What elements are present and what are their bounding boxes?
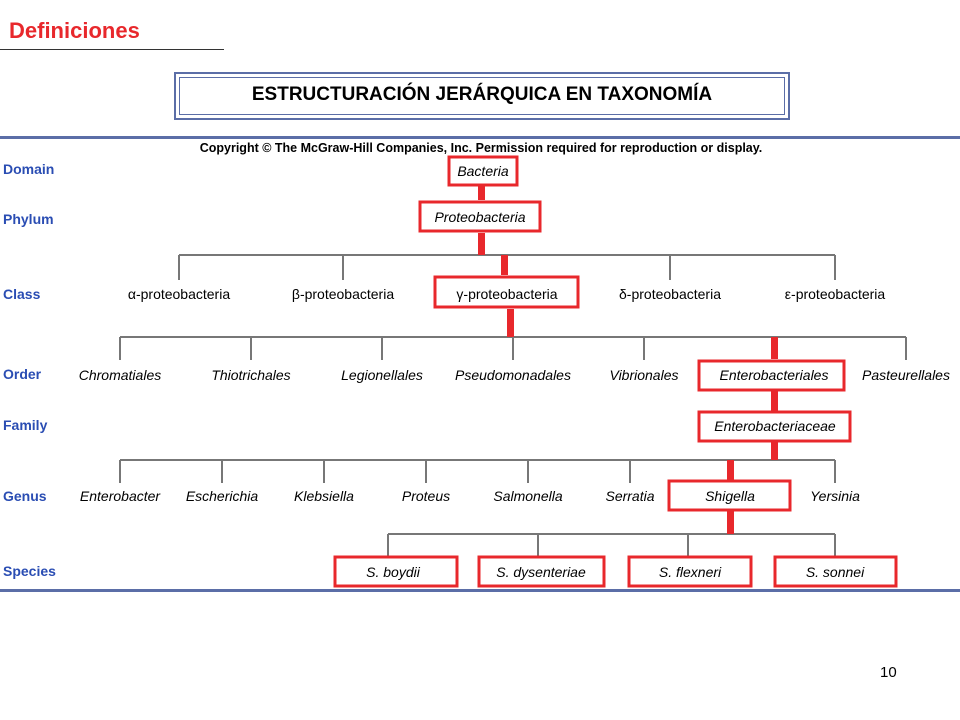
- path-connector-domain-phylum: [478, 186, 485, 200]
- taxon-salmonella: Salmonella: [493, 488, 562, 504]
- taxon-alpha-proteobacteria: α-proteobacteria: [128, 286, 230, 302]
- taxon-gamma-proteobacteria: γ-proteobacteria: [456, 286, 557, 302]
- rank-label-phylum: Phylum: [3, 211, 54, 227]
- rank-label-family: Family: [3, 417, 48, 433]
- taxon-pasteurellales: Pasteurellales: [862, 367, 950, 383]
- highlight-box-gamma: [433, 275, 580, 309]
- section-title: Definiciones: [9, 18, 140, 43]
- taxon-proteobacteria: Proteobacteria: [434, 209, 525, 225]
- taxon-chromatiales: Chromatiales: [79, 367, 161, 383]
- highlight-box-shigella: [667, 479, 792, 512]
- path-connector-family-genus: [771, 442, 778, 460]
- taxon-enterobacteriales: Enterobacteriales: [720, 367, 829, 383]
- highlight-box-proteobacteria: [418, 200, 542, 233]
- highlight-box-enterobacteriales: [697, 359, 846, 392]
- taxon-shigella: Shigella: [705, 488, 755, 504]
- taxon-s-boydii: S. boydii: [366, 564, 421, 580]
- main-title: ESTRUCTURACIÓN JERÁRQUICA EN TAXONOMÍA: [251, 84, 713, 105]
- taxon-s-flexneri: S. flexneri: [659, 564, 722, 580]
- taxon-bacteria: Bacteria: [457, 163, 509, 179]
- highlight-box-enterobacteriaceae: [697, 410, 852, 443]
- taxon-epsilon-proteobacteria: ε-proteobacteria: [785, 286, 886, 302]
- taxon-pseudomonadales: Pseudomonadales: [455, 367, 571, 383]
- rank-label-domain: Domain: [3, 161, 54, 177]
- copyright-notice: Copyright © The McGraw-Hill Companies, I…: [200, 141, 763, 155]
- taxon-yersinia: Yersinia: [810, 488, 860, 504]
- taxon-delta-proteobacteria: δ-proteobacteria: [619, 286, 721, 302]
- section-title-underline: [0, 49, 224, 50]
- taxon-beta-proteobacteria: β-proteobacteria: [292, 286, 394, 302]
- page-number: 10: [880, 664, 897, 681]
- rank-label-genus: Genus: [3, 488, 47, 504]
- taxon-serratia: Serratia: [605, 488, 654, 504]
- path-connector-phylum-class: [478, 233, 485, 255]
- path-connector-order-upper: [771, 337, 778, 359]
- taxon-proteus: Proteus: [402, 488, 450, 504]
- taxon-legionellales: Legionellales: [341, 367, 423, 383]
- diagram-bottom-border: [0, 589, 960, 592]
- path-connector-class-order: [507, 309, 514, 337]
- taxon-thiotrichales: Thiotrichales: [211, 367, 290, 383]
- highlight-box-flexneri: [627, 555, 753, 588]
- rank-label-class: Class: [3, 286, 41, 302]
- path-connector-class-upper: [501, 255, 508, 275]
- highlighted-path-connectors: [478, 186, 778, 534]
- path-connector-genus-species: [727, 511, 734, 534]
- highlight-box-sonnei: [773, 555, 898, 588]
- path-connector-order-family: [771, 391, 778, 412]
- taxon-enterobacter: Enterobacter: [80, 488, 161, 504]
- highlight-boxes: [333, 155, 898, 588]
- main-title-box: ESTRUCTURACIÓN JERÁRQUICA EN TAXONOMÍA: [174, 72, 790, 120]
- main-title-inner-border: [179, 77, 785, 115]
- path-connector-genus-upper: [727, 460, 734, 480]
- taxon-vibrionales: Vibrionales: [609, 367, 678, 383]
- taxon-klebsiella: Klebsiella: [294, 488, 354, 504]
- rank-label-species: Species: [3, 563, 56, 579]
- taxon-s-dysenteriae: S. dysenteriae: [496, 564, 586, 580]
- diagram-top-border: [0, 136, 960, 139]
- rank-label-order: Order: [3, 366, 42, 382]
- taxon-escherichia: Escherichia: [186, 488, 259, 504]
- highlight-box-bacteria: [447, 155, 519, 187]
- highlight-box-boydii: [333, 555, 459, 588]
- highlight-box-dysenteriae: [477, 555, 606, 588]
- taxon-enterobacteriaceae: Enterobacteriaceae: [714, 418, 836, 434]
- taxon-s-sonnei: S. sonnei: [806, 564, 865, 580]
